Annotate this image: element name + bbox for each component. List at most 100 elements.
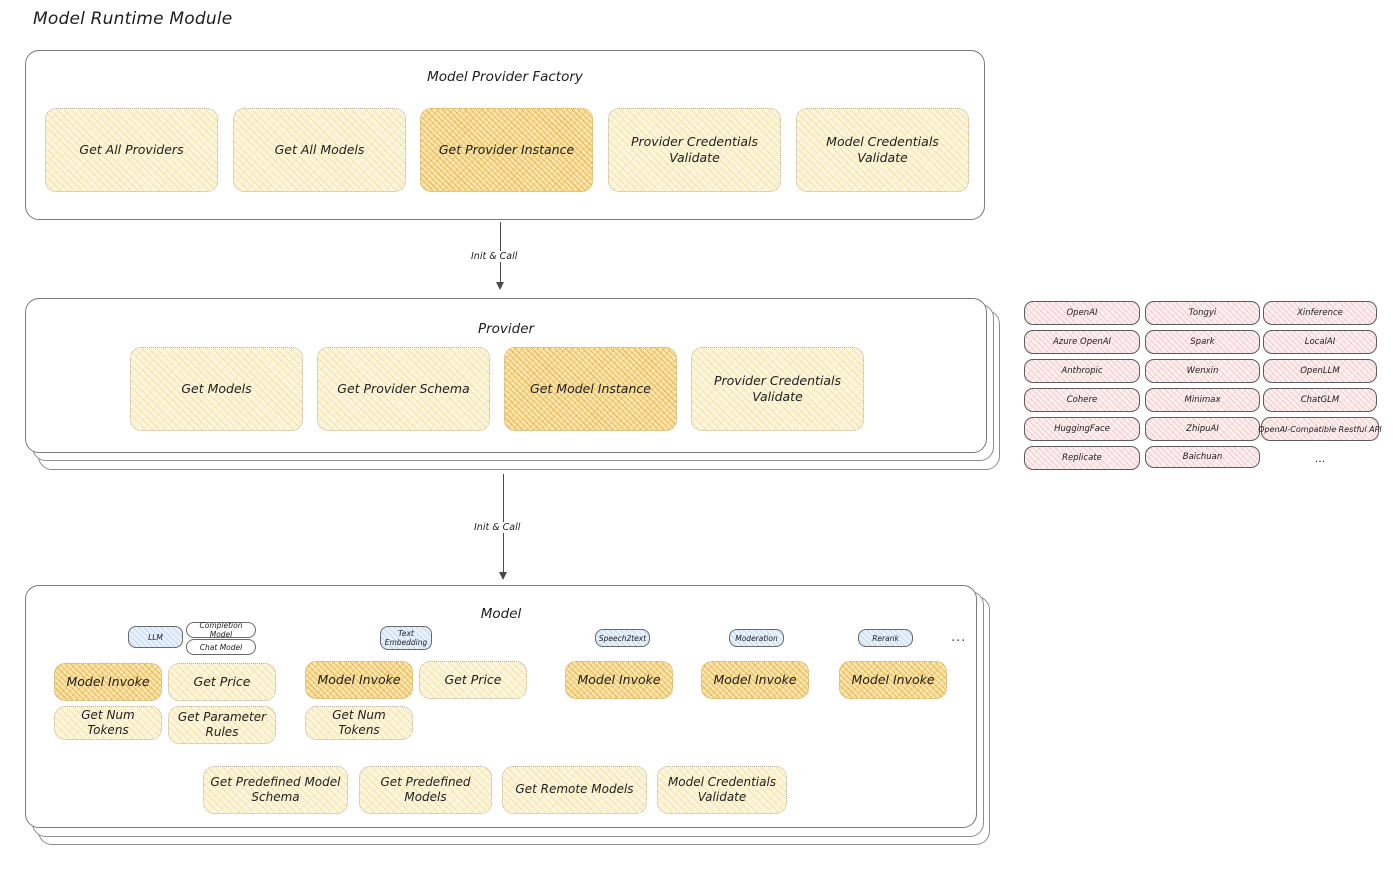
provider-tag-cohere[interactable]: Cohere	[1024, 388, 1140, 412]
provider-tag-azure-openai[interactable]: Azure OpenAI	[1024, 330, 1140, 354]
chip-label: Get Num Tokens	[81, 707, 135, 737]
provider-tag-label: Spark	[1190, 337, 1215, 347]
chip-label: Get Price	[444, 672, 502, 687]
badge-label: Completion Model	[199, 621, 243, 639]
provider-tag-openai[interactable]: OpenAI	[1024, 301, 1140, 325]
provider-tag-label: OpenLLM	[1300, 366, 1340, 376]
chip-label: Model Credentials Validate	[826, 134, 939, 165]
chip-label: Get Provider Instance	[438, 142, 575, 157]
chip-label: Get Parameter Rules	[177, 709, 267, 739]
factory-method-get-all-providers[interactable]: Get All Providers	[45, 108, 218, 192]
provider-tag-label: OpenAI	[1066, 308, 1098, 318]
llm-method-get-price[interactable]: Get Price	[168, 663, 276, 701]
provider-tag-replicate[interactable]: Replicate	[1024, 446, 1140, 470]
model-type-badge-speech2text[interactable]: Speech2text	[595, 629, 650, 647]
model-panel: Model	[25, 585, 977, 828]
model-type-badge-llm[interactable]: LLM	[128, 626, 183, 648]
provider-tag-minimax[interactable]: Minimax	[1145, 388, 1260, 412]
provider-tag-label: Azure OpenAI	[1052, 337, 1112, 347]
page-title: Model Runtime Module	[33, 9, 233, 29]
speech2text-method-model-invoke[interactable]: Model Invoke	[565, 661, 673, 699]
provider-method-get-provider-schema[interactable]: Get Provider Schema	[317, 347, 490, 431]
provider-method-provider-credentials-validate[interactable]: Provider Credentials Validate	[691, 347, 864, 431]
model-type-badge-text-embedding[interactable]: Text Embedding	[380, 626, 432, 650]
badge-label: LLM	[148, 632, 163, 642]
provider-tag-xinference[interactable]: Xinference	[1263, 301, 1377, 325]
provider-tag-label: LocalAI	[1304, 337, 1336, 347]
factory-method-get-all-models[interactable]: Get All Models	[233, 108, 406, 192]
factory-title: Model Provider Factory	[427, 69, 583, 85]
llm-method-model-invoke[interactable]: Model Invoke	[54, 663, 162, 701]
badge-label: Chat Model	[199, 642, 243, 652]
chip-label: Get Num Tokens	[332, 707, 386, 737]
arrow-provider-to-model-head	[499, 572, 507, 580]
provider-method-get-model-instance[interactable]: Get Model Instance	[504, 347, 677, 431]
provider-tag-wenxin[interactable]: Wenxin	[1145, 359, 1260, 383]
provider-tag-anthropic[interactable]: Anthropic	[1024, 359, 1140, 383]
badge-label: Moderation	[735, 633, 778, 643]
chip-label: Get All Providers	[79, 142, 184, 157]
text-embedding-method-get-num-tokens[interactable]: Get Num Tokens	[305, 706, 413, 740]
factory-method-get-provider-instance[interactable]: Get Provider Instance	[420, 108, 593, 192]
provider-tag-label: Cohere	[1066, 395, 1098, 405]
chip-label: Model Invoke	[577, 672, 661, 687]
provider-tag-label: Xinference	[1297, 308, 1343, 318]
arrow-factory-to-provider-label: Init & Call	[467, 251, 522, 262]
arrow-provider-to-model-label: Init & Call	[470, 522, 525, 533]
provider-tag-openllm[interactable]: OpenLLM	[1263, 359, 1377, 383]
model-types-ellipsis: ...	[951, 630, 967, 645]
chip-label: Get Models	[181, 381, 252, 396]
chip-label: Model Invoke	[851, 672, 935, 687]
factory-method-provider-credentials-validate[interactable]: Provider Credentials Validate	[608, 108, 781, 192]
arrow-factory-to-provider-head	[496, 282, 504, 290]
provider-tag-chatglm[interactable]: ChatGLM	[1263, 388, 1377, 412]
chip-label: Get Price	[193, 674, 251, 689]
model-method-model-credentials-validate[interactable]: Model Credentials Validate	[657, 766, 787, 814]
chip-label: Get Model Instance	[530, 381, 651, 396]
text-embedding-method-model-invoke[interactable]: Model Invoke	[305, 661, 413, 699]
chip-label: Get All Models	[274, 142, 365, 157]
provider-tag-label: Anthropic	[1061, 366, 1103, 376]
provider-tag-openai-compatible-restful-api[interactable]: OpenAI-Compatible Restful API	[1258, 417, 1382, 441]
provider-tag-localai[interactable]: LocalAI	[1263, 330, 1377, 354]
model-method-get-remote-models[interactable]: Get Remote Models	[502, 766, 647, 814]
chip-label: Provider Credentials Validate	[630, 134, 759, 165]
provider-tag-label: OpenAI-Compatible Restful API	[1258, 424, 1382, 434]
provider-tag-baichuan[interactable]: Baichuan	[1145, 446, 1260, 468]
model-title: Model	[480, 606, 522, 622]
provider-list-ellipsis: ...	[1314, 452, 1326, 465]
model-method-get-predefined-models[interactable]: Get Predefined Models	[359, 766, 492, 814]
provider-tag-tongyi[interactable]: Tongyi	[1145, 301, 1260, 325]
provider-tag-label: ZhipuAI	[1186, 424, 1219, 434]
provider-tag-zhipuai[interactable]: ZhipuAI	[1145, 417, 1260, 441]
llm-method-get-parameter-rules[interactable]: Get Parameter Rules	[168, 706, 276, 744]
chip-label: Model Invoke	[317, 672, 401, 687]
rerank-method-model-invoke[interactable]: Model Invoke	[839, 661, 947, 699]
badge-label: Rerank	[872, 633, 899, 643]
factory-method-model-credentials-validate[interactable]: Model Credentials Validate	[796, 108, 969, 192]
badge-label: Speech2text	[598, 633, 647, 643]
llm-method-get-num-tokens[interactable]: Get Num Tokens	[54, 706, 162, 740]
chip-label: Model Invoke	[713, 672, 797, 687]
provider-title: Provider	[477, 321, 535, 337]
provider-tag-huggingface[interactable]: HuggingFace	[1024, 417, 1140, 441]
chip-label: Model Invoke	[66, 674, 150, 689]
provider-tag-label: Wenxin	[1186, 366, 1219, 376]
provider-tag-label: Replicate	[1062, 453, 1102, 463]
text-embedding-method-get-price[interactable]: Get Price	[419, 661, 527, 699]
provider-tag-spark[interactable]: Spark	[1145, 330, 1260, 354]
model-type-badge-rerank[interactable]: Rerank	[858, 629, 913, 647]
moderation-method-model-invoke[interactable]: Model Invoke	[701, 661, 809, 699]
chip-label: Get Provider Schema	[337, 381, 470, 396]
model-subtype-badge-chat-model[interactable]: Chat Model	[186, 639, 256, 655]
provider-tag-label: HuggingFace	[1054, 424, 1110, 434]
model-subtype-badge-completion-model[interactable]: Completion Model	[186, 621, 256, 639]
chip-label: Provider Credentials Validate	[713, 373, 842, 404]
chip-label: Get Remote Models	[515, 782, 634, 797]
provider-method-get-models[interactable]: Get Models	[130, 347, 303, 431]
model-method-get-predefined-model-schema[interactable]: Get Predefined Model Schema	[203, 766, 348, 814]
provider-tag-label: Minimax	[1184, 395, 1221, 405]
provider-tag-label: ChatGLM	[1300, 395, 1340, 405]
model-type-badge-moderation[interactable]: Moderation	[729, 629, 784, 647]
